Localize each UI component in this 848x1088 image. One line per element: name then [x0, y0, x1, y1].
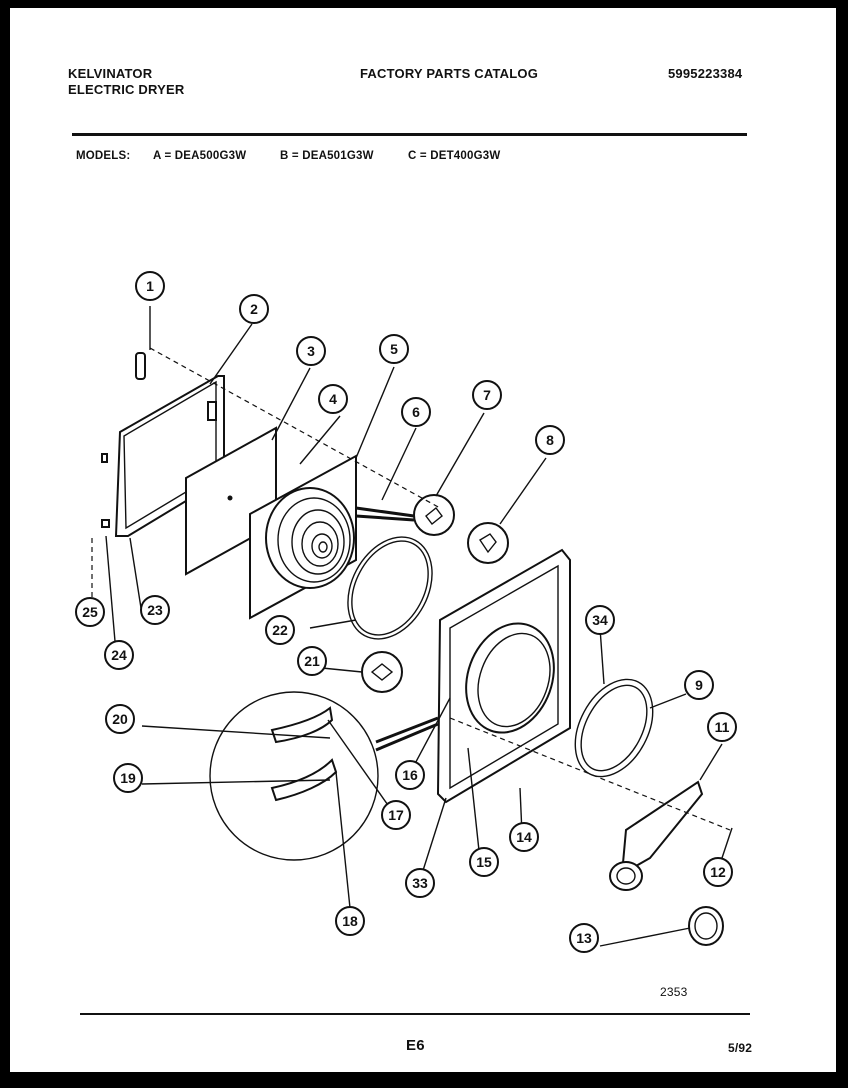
svg-text:11: 11	[715, 719, 730, 735]
callout-4: 4	[318, 384, 348, 414]
svg-text:5: 5	[390, 341, 398, 357]
catalog-number: 5995223384	[668, 66, 743, 81]
callout-3: 3	[296, 336, 326, 366]
part-front-panel	[249, 454, 357, 620]
callout-1: 1	[135, 271, 165, 301]
model-a: A = DEA500G3W	[153, 150, 247, 162]
svg-text:7: 7	[483, 387, 491, 403]
catalog-title: FACTORY PARTS CATALOG	[360, 66, 539, 81]
part-hinge-bracket	[355, 494, 455, 536]
svg-text:25: 25	[82, 604, 98, 620]
callout-13: 13	[569, 923, 599, 953]
exploded-parts-diagram: 1 2 3 4 5 6 7 8 9 11 12 13 14 15 16 17 1…	[75, 271, 737, 953]
callout-24: 24	[104, 640, 134, 670]
product-name: ELECTRIC DRYER	[68, 82, 185, 97]
svg-text:17: 17	[388, 807, 404, 823]
callout-25: 25	[75, 597, 105, 627]
callout-group: 1 2 3 4 5 6 7 8 9 11 12 13 14 15 16 17 1…	[75, 271, 737, 953]
header-rule	[72, 133, 747, 136]
svg-text:18: 18	[342, 913, 358, 929]
part-latch-bracket	[467, 522, 509, 564]
leader-lines	[91, 306, 733, 947]
svg-text:23: 23	[147, 602, 163, 618]
callout-14: 14	[509, 822, 539, 852]
model-b: B = DEA501G3W	[280, 150, 374, 162]
svg-text:33: 33	[412, 875, 428, 891]
part-seal-ring	[347, 536, 433, 640]
detail-magnifier	[209, 691, 439, 861]
svg-text:12: 12	[710, 864, 726, 880]
part-collar-ring	[688, 906, 724, 946]
svg-text:1: 1	[146, 278, 154, 294]
svg-text:4: 4	[329, 391, 337, 407]
svg-text:19: 19	[120, 770, 136, 786]
models-label: MODELS:	[76, 150, 131, 162]
footer-date: 5/92	[728, 1041, 753, 1055]
callout-6: 6	[401, 397, 431, 427]
footer-rule	[80, 1013, 750, 1015]
callout-34: 34	[585, 605, 615, 635]
svg-text:9: 9	[695, 677, 703, 693]
callout-7: 7	[472, 380, 502, 410]
model-c: C = DET400G3W	[408, 150, 501, 162]
callout-21: 21	[297, 646, 327, 676]
callout-20: 20	[105, 704, 135, 734]
figure-number: 2353	[660, 985, 688, 999]
svg-text:14: 14	[516, 829, 532, 845]
callout-12: 12	[703, 857, 733, 887]
part-strike-bracket	[361, 651, 403, 693]
svg-text:34: 34	[592, 612, 608, 628]
svg-text:3: 3	[307, 343, 315, 359]
callout-15: 15	[469, 847, 499, 877]
callout-16: 16	[395, 760, 425, 790]
part-cabinet-front	[436, 548, 571, 804]
callout-23: 23	[140, 595, 170, 625]
svg-text:2: 2	[250, 301, 258, 317]
svg-text:21: 21	[304, 653, 320, 669]
callout-5: 5	[379, 334, 409, 364]
svg-text:20: 20	[112, 711, 128, 727]
svg-text:24: 24	[111, 647, 127, 663]
parts-catalog-page: KELVINATOR ELECTRIC DRYER FACTORY PARTS …	[10, 8, 836, 1072]
callout-19: 19	[113, 763, 143, 793]
part-drum-seal	[574, 678, 654, 778]
callout-18: 18	[335, 906, 365, 936]
callout-9: 9	[684, 670, 714, 700]
section-code: E6	[406, 1037, 425, 1054]
callout-2: 2	[239, 294, 269, 324]
brand-name: KELVINATOR	[68, 66, 153, 81]
svg-text:13: 13	[576, 930, 592, 946]
part-duct-housing	[609, 780, 704, 891]
callout-11: 11	[707, 712, 737, 742]
svg-text:15: 15	[476, 854, 492, 870]
svg-text:22: 22	[272, 622, 288, 638]
svg-text:16: 16	[402, 767, 418, 783]
callout-8: 8	[535, 425, 565, 455]
callout-17: 17	[381, 800, 411, 830]
part-handle	[135, 352, 146, 380]
svg-text:6: 6	[412, 404, 420, 420]
callout-33: 33	[405, 868, 435, 898]
callout-22: 22	[265, 615, 295, 645]
svg-text:8: 8	[546, 432, 554, 448]
